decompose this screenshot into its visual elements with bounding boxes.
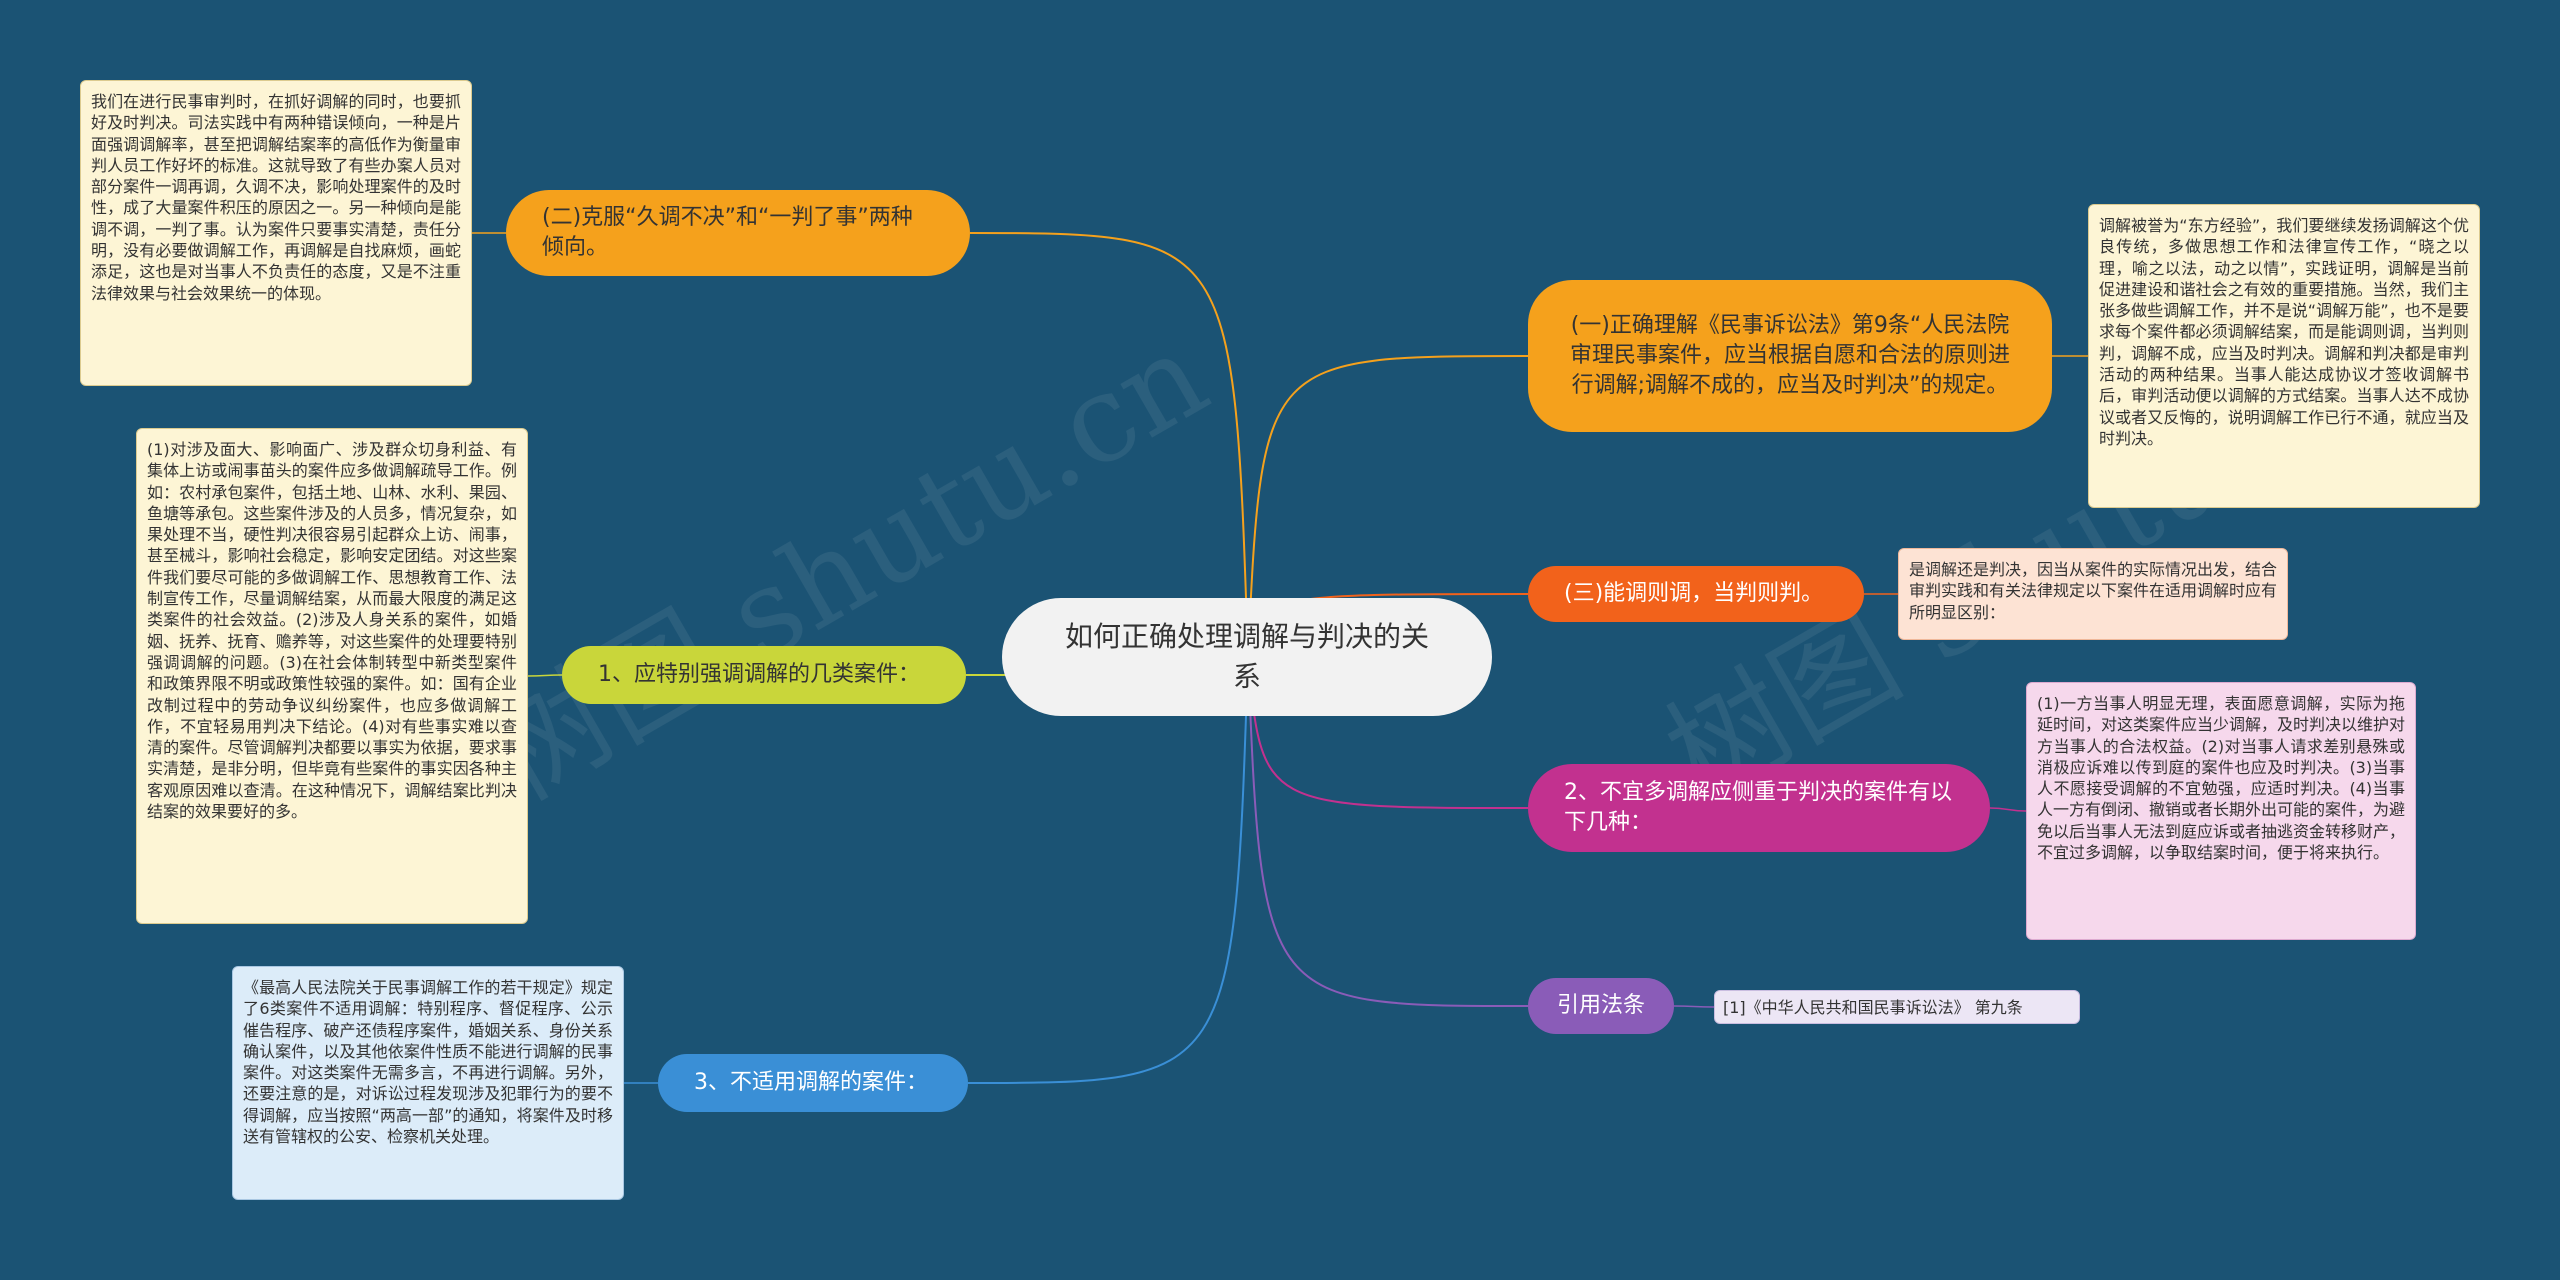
edge-b7-leaf xyxy=(1673,1005,1715,1008)
branch-label: (三)能调则调，当判则判。 xyxy=(1564,581,1824,606)
edge-b4-leaf xyxy=(527,674,563,677)
root-topic-label: 如何正确处理调解与判决的关系 xyxy=(1064,620,1429,693)
branch-label: 1、应特别强调调解的几类案件： xyxy=(598,662,920,687)
branch-cited-statute[interactable]: 引用法条 xyxy=(1528,978,1674,1034)
branch-overcome-tendencies[interactable]: (二)克服“久调不决”和“一判了事”两种倾向。 xyxy=(506,190,970,276)
branch-label: 3、不适用调解的案件： xyxy=(694,1070,928,1095)
branch-correct-understanding[interactable]: (一)正确理解《民事诉讼法》第9条“人民法院审理民事案件，应当根据自愿和合法的原… xyxy=(1528,280,2052,432)
edge-root-b2 xyxy=(969,232,1249,658)
branch-label: (一)正确理解《民事诉讼法》第9条“人民法院审理民事案件，应当根据自愿和合法的原… xyxy=(1569,313,2010,398)
note-two-tendencies: 我们在进行民事审判时，在抓好调解的同时，也要抓好及时判决。司法实践中有两种错误倾… xyxy=(80,80,472,386)
edge-root-b1 xyxy=(1247,355,1529,658)
branch-favor-judgment-cases[interactable]: 2、不宜多调解应侧重于判决的案件有以下几种： xyxy=(1528,764,1990,852)
edge-root-b7 xyxy=(1247,656,1529,1007)
note-statute-reference: [1]《中华人民共和国民事诉讼法》 第九条 xyxy=(1714,990,2080,1024)
branch-emphasize-mediation-cases[interactable]: 1、应特别强调调解的几类案件： xyxy=(562,646,966,704)
note-case-distinction: 是调解还是判决，因当从案件的实际情况出发，结合审判实践和有关法律规定以下案件在适… xyxy=(1898,548,2288,640)
branch-mediate-or-judge[interactable]: (三)能调则调，当判则判。 xyxy=(1528,566,1864,622)
branch-label: 2、不宜多调解应侧重于判决的案件有以下几种： xyxy=(1564,780,1952,835)
note-favor-judgment-list: (1)一方当事人明显无理，表面愿意调解，实际为拖延时间，对这类案件应当少调解，及… xyxy=(2026,682,2416,940)
branch-label: (二)克服“久调不决”和“一判了事”两种倾向。 xyxy=(542,205,913,260)
note-mediation-tradition: 调解被誉为“东方经验”，我们要继续发扬调解这个优良传统，多做思想工作和法律宣传工… xyxy=(2088,204,2480,508)
note-emphasize-mediation-list: (1)对涉及面大、影响面广、涉及群众切身利益、有集体上访或闹事苗头的案件应多做调… xyxy=(136,428,528,924)
note-no-mediation-list: 《最高人民法院关于民事调解工作的若干规定》规定了6类案件不适用调解：特别程序、督… xyxy=(232,966,624,1200)
root-topic[interactable]: 如何正确处理调解与判决的关系 xyxy=(1002,598,1492,716)
branch-no-mediation-cases[interactable]: 3、不适用调解的案件： xyxy=(658,1054,968,1112)
edge-root-b6 xyxy=(967,656,1249,1084)
edge-b5-leaf xyxy=(1989,807,2027,812)
branch-label: 引用法条 xyxy=(1556,993,1645,1018)
